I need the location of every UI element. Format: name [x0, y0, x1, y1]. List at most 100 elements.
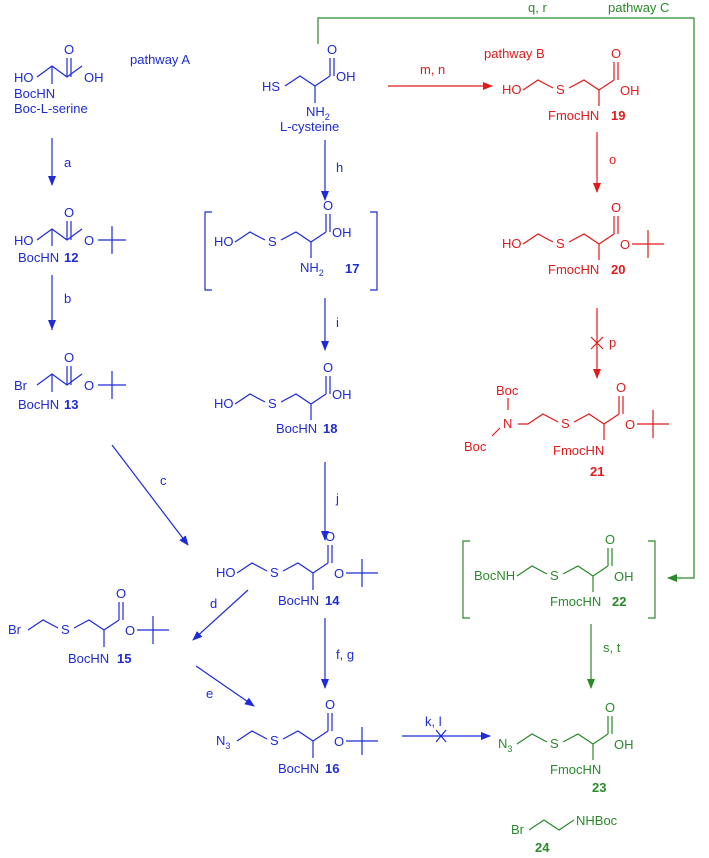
compound-number: 17	[345, 261, 359, 276]
step-p: p	[609, 335, 616, 350]
atom-label: OH	[614, 737, 634, 752]
atom-label: S	[270, 733, 279, 748]
atom-label: S	[61, 622, 70, 637]
atom-label: FmocHN	[553, 443, 604, 458]
step-d: d	[210, 596, 217, 611]
atom-label: O	[64, 42, 74, 57]
structure-16: N3 S O O BocHN 16	[216, 697, 378, 776]
atom-label: Br	[511, 822, 525, 837]
atom-label: HO	[14, 70, 34, 85]
compound-number: 23	[592, 780, 606, 795]
structure-19: HO S O OH FmocHN 19	[502, 46, 640, 123]
atom-label: BocHN	[276, 421, 317, 436]
atom-label: O	[323, 198, 333, 213]
atom-label: OH	[336, 69, 356, 84]
compound-number: 15	[117, 651, 131, 666]
atom-label: Boc	[496, 383, 519, 398]
atom-label: O	[334, 566, 344, 581]
compound-number: 19	[611, 108, 625, 123]
svg-text:NH2: NH2	[306, 104, 330, 122]
step-h: h	[336, 160, 343, 175]
atom-label: HO	[14, 233, 34, 248]
start-name: Boc-L-serine	[14, 101, 88, 116]
atom-label: OH	[332, 225, 352, 240]
svg-text:N3: N3	[216, 733, 230, 751]
failed-cross	[590, 336, 604, 350]
atom-label: S	[270, 565, 279, 580]
compound-number: 21	[590, 464, 604, 479]
atom-label: BocHN	[278, 593, 319, 608]
atom-label: Br	[8, 622, 22, 637]
svg-text:NH2: NH2	[300, 260, 324, 278]
structure-15: Br S O O BocHN 15	[8, 586, 169, 666]
structure-24: Br NHBoc 24	[511, 813, 618, 855]
atom-label: Boc	[464, 439, 487, 454]
structure-18: HO S O OH BocHN 18	[214, 360, 352, 436]
atom-label: N	[216, 733, 225, 748]
atom-label: O	[325, 697, 335, 712]
atom-label: O	[605, 532, 615, 547]
atom-label: S	[268, 234, 277, 249]
subscript: 3	[507, 744, 512, 754]
atom-label: HO	[214, 396, 234, 411]
subscript: 2	[325, 112, 330, 122]
atom-label: NH	[300, 260, 319, 275]
compound-number: 24	[535, 840, 550, 855]
step-st: s, t	[603, 640, 621, 655]
atom-label: O	[605, 700, 615, 715]
structure-12: HO O O BocHN 12	[14, 205, 126, 265]
structure-14: HO S O O BocHN 14	[216, 529, 378, 608]
compound-number: 18	[323, 421, 337, 436]
compound-number: 13	[64, 397, 78, 412]
pathway-a-label: pathway A	[130, 52, 190, 67]
compound-number: 12	[64, 250, 78, 265]
atom-label: O	[611, 46, 621, 61]
atom-label: O	[84, 378, 94, 393]
subscript: 2	[319, 268, 324, 278]
atom-label: Br	[14, 378, 28, 393]
failed-cross	[435, 729, 447, 743]
atom-label: O	[64, 205, 74, 220]
pathway-b-label: pathway B	[484, 46, 545, 61]
atom-label: OH	[614, 569, 634, 584]
atom-label: O	[125, 623, 135, 638]
atom-label: S	[268, 396, 277, 411]
atom-label: FmocHN	[550, 762, 601, 777]
atom-label: S	[561, 416, 570, 431]
arrow-c	[111, 444, 189, 546]
atom-label: S	[550, 568, 559, 583]
step-e: e	[206, 686, 213, 701]
atom-label: O	[616, 380, 626, 395]
atom-label: HO	[214, 234, 234, 249]
step-j: j	[335, 491, 339, 506]
atom-label: O	[334, 734, 344, 749]
atom-label: O	[327, 42, 337, 57]
atom-label: OH	[620, 83, 640, 98]
step-i: i	[336, 315, 339, 330]
arrow-e	[195, 665, 255, 707]
atom-label: NHBoc	[576, 813, 618, 828]
step-c: c	[160, 473, 167, 488]
atom-label: OH	[84, 70, 104, 85]
atom-label: NH	[306, 104, 325, 119]
svg-text:N3: N3	[498, 736, 512, 754]
atom-label: OH	[332, 387, 352, 402]
atom-label: HS	[262, 79, 280, 94]
pathway-c: q, r pathway C BocNH S O OH FmocHN 22 s,…	[317, 0, 695, 855]
arrow-qr	[317, 17, 695, 582]
atom-label: O	[325, 529, 335, 544]
pathway-c-label: pathway C	[608, 0, 669, 15]
atom-label: HO	[216, 565, 236, 580]
structure-boc-serine: HO O OH BocHN Boc-L-serine	[14, 42, 104, 116]
compound-number: 14	[325, 593, 340, 608]
atom-label: BocHN	[278, 761, 319, 776]
structure-23: N3 S O OH FmocHN 23	[498, 700, 634, 795]
atom-label: FmocHN	[548, 108, 599, 123]
structure-l-cysteine: HS O OH NH2 L-cysteine	[262, 42, 356, 134]
atom-label: BocNH	[474, 568, 515, 583]
structure-13: Br O O BocHN 13	[14, 350, 126, 412]
atom-label: O	[84, 233, 94, 248]
atom-label: HO	[502, 236, 522, 251]
step-b: b	[64, 291, 71, 306]
